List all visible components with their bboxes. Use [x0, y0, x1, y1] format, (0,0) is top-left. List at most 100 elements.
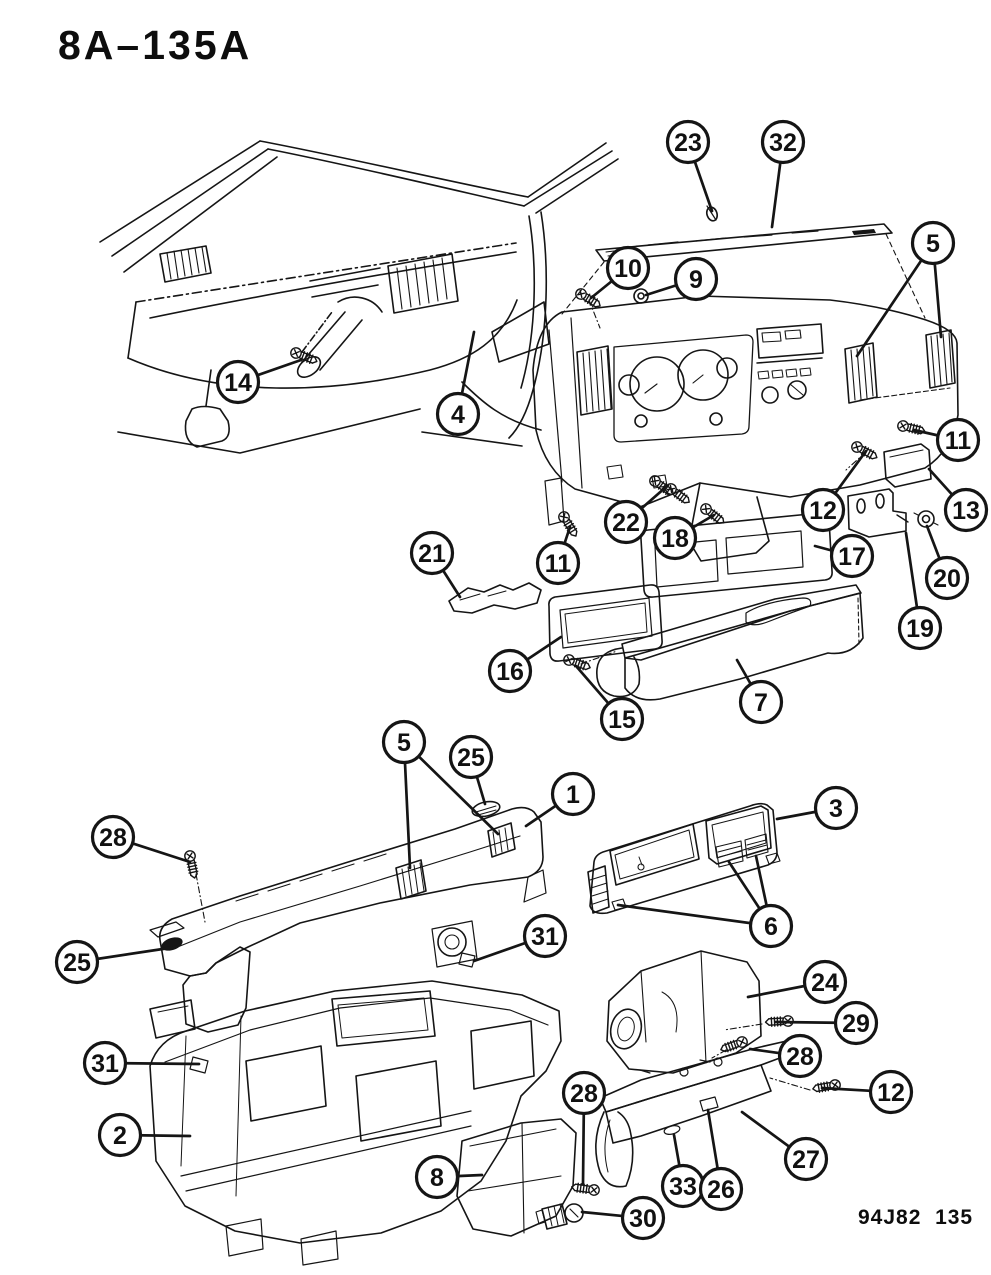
callout-number: 31 — [531, 923, 559, 951]
callout-number: 30 — [629, 1205, 657, 1233]
airbag-module-24 — [606, 950, 762, 1074]
callout-32: 32 — [760, 119, 806, 229]
callout-number: 9 — [689, 266, 703, 294]
callout-number: 19 — [906, 615, 934, 643]
callout-number: 20 — [933, 565, 961, 593]
callout-bubble — [748, 903, 794, 949]
panel-carrier-2 — [149, 980, 562, 1244]
grommet-9 — [633, 288, 649, 304]
callout-29: 29 — [774, 1000, 879, 1046]
callout-number: 21 — [418, 540, 446, 568]
callout-33: 33 — [660, 1133, 706, 1209]
clip-25 — [161, 937, 183, 951]
callout-bubble — [599, 696, 645, 742]
callout-bubble — [833, 1000, 879, 1046]
callout-number: 13 — [952, 497, 980, 525]
callout-bubble — [215, 359, 261, 405]
callout-bubble — [550, 771, 596, 817]
callout-bubble — [82, 1040, 128, 1086]
callout-6: 6 — [616, 854, 794, 949]
callout-7: 7 — [735, 658, 784, 725]
callout-bubble — [409, 530, 455, 576]
callout-bubble — [54, 939, 100, 985]
callout-bubble — [448, 734, 494, 780]
callout-bubble — [868, 1069, 914, 1115]
callout-5: 5 — [381, 719, 500, 870]
latch-26 — [699, 1096, 719, 1112]
trim-21 — [448, 582, 542, 614]
callout-bubble — [652, 515, 698, 561]
callout-bubble — [783, 1136, 829, 1182]
callout-bubble — [924, 555, 970, 601]
callout-28: 28 — [90, 814, 192, 864]
callout-20: 20 — [924, 524, 970, 601]
callout-5: 5 — [855, 220, 956, 358]
callout-number: 23 — [674, 129, 702, 157]
callout-number: 16 — [496, 658, 524, 686]
nut-20 — [917, 510, 935, 528]
callout-bubble — [605, 245, 651, 291]
callout-26: 26 — [698, 1108, 744, 1212]
callout-number: 2 — [113, 1122, 127, 1150]
callout-bubble — [561, 1070, 607, 1116]
callout-number: 11 — [545, 550, 572, 578]
callout-number: 28 — [786, 1043, 814, 1071]
callout-1: 1 — [524, 771, 596, 828]
callout-16: 16 — [487, 635, 563, 694]
callout-number: 12 — [809, 497, 837, 525]
callout-15: 15 — [574, 664, 645, 742]
callout-bubble — [90, 814, 136, 860]
callout-number: 25 — [457, 744, 485, 772]
callout-bubble — [935, 417, 981, 463]
callout-19: 19 — [897, 531, 943, 651]
callout-number: 17 — [838, 543, 866, 571]
callout-bubble — [829, 533, 875, 579]
callout-8: 8 — [414, 1154, 484, 1200]
callout-bubble — [910, 220, 956, 266]
callout-3: 3 — [775, 785, 859, 831]
callout-bubble — [97, 1112, 143, 1158]
callout-bubble — [535, 540, 581, 586]
clip-6-right — [765, 852, 781, 865]
leader-line — [616, 903, 773, 928]
callout-bubble — [620, 1195, 666, 1241]
callout-28: 28 — [561, 1070, 607, 1186]
callout-number: 26 — [707, 1176, 735, 1204]
callout-bubble — [522, 913, 568, 959]
leader-line — [855, 241, 935, 358]
callout-number: 32 — [769, 129, 797, 157]
screw-28-center — [570, 1180, 601, 1197]
callout-bubble — [813, 785, 859, 831]
vehicle-interior-reference-drawing — [99, 140, 619, 454]
callout-number: 15 — [608, 706, 636, 734]
callout-number: 12 — [877, 1079, 905, 1107]
callout-bubble — [698, 1166, 744, 1212]
panel-top-cover-1 — [158, 806, 544, 977]
callout-31: 31 — [82, 1040, 201, 1086]
callout-number: 10 — [614, 255, 642, 283]
callout-11: 11 — [535, 525, 581, 586]
callout-number: 22 — [612, 509, 640, 537]
callout-number: 33 — [669, 1173, 697, 1201]
callout-11: 11 — [912, 417, 981, 463]
callout-bubble — [777, 1033, 823, 1079]
callout-bubble — [435, 391, 481, 437]
callout-number: 6 — [764, 913, 778, 941]
callout-bubble — [381, 719, 427, 765]
callout-12: 12 — [820, 1069, 914, 1115]
callout-12: 12 — [800, 449, 868, 533]
callout-number: 14 — [224, 369, 252, 397]
callout-bubble — [760, 119, 806, 165]
callout-18: 18 — [652, 513, 716, 561]
callout-number: 29 — [842, 1010, 870, 1038]
callout-bubble — [673, 256, 719, 302]
callout-25: 25 — [54, 939, 178, 985]
callout-bubble — [738, 679, 784, 725]
glovebox-bin-8 — [456, 1118, 577, 1237]
callout-number: 24 — [811, 969, 839, 997]
instrument-panel-exploded-drawing — [532, 286, 959, 562]
callout-22: 22 — [603, 485, 668, 545]
screw-12-lower — [811, 1078, 842, 1095]
